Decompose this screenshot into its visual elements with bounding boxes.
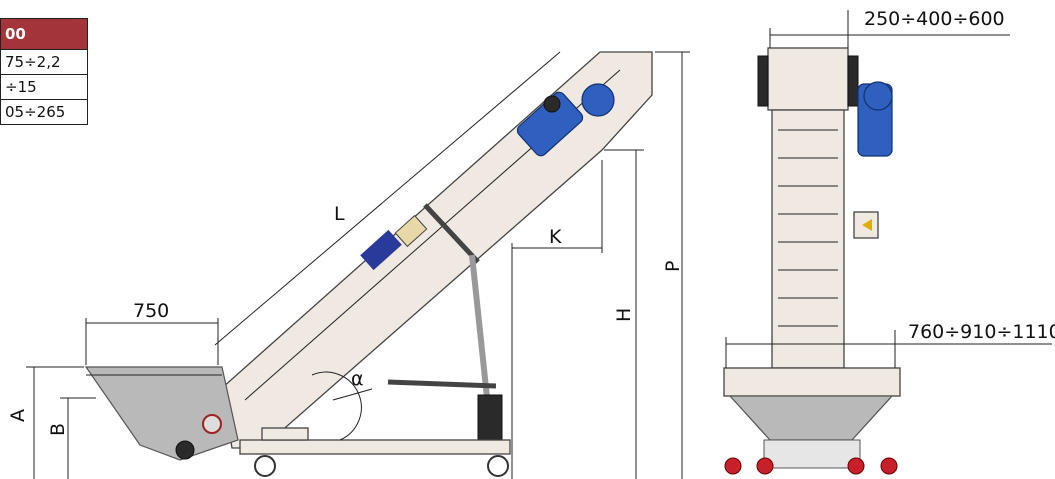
dim-label-p: P xyxy=(662,261,684,272)
jack-lever xyxy=(387,379,497,389)
support-arm xyxy=(423,203,480,264)
spec-table-row: ÷15 xyxy=(0,74,88,100)
wheel-icon xyxy=(254,455,276,477)
dim-line-l xyxy=(214,51,561,346)
dim-label-h: H xyxy=(613,308,635,322)
hopper-frame xyxy=(723,367,901,397)
motor-icon xyxy=(857,81,893,157)
head-section xyxy=(767,47,849,111)
hopper-pulley xyxy=(202,414,222,434)
spec-table-row: 05÷265 xyxy=(0,99,88,125)
spec-table-header: 00 xyxy=(0,18,88,50)
spec-table-header-row: 00 xyxy=(0,18,88,50)
dim-label-b: B xyxy=(47,423,69,436)
dim-label-l: L xyxy=(334,203,345,225)
dim-label-a: A xyxy=(7,409,29,422)
dim-label-750: 750 xyxy=(133,300,169,322)
hopper xyxy=(84,366,239,461)
spec-table-cell: ÷15 xyxy=(0,74,88,100)
wheel-icon xyxy=(487,455,509,477)
dim-label-k: K xyxy=(549,226,562,248)
spec-table-row: 75÷2,2 xyxy=(0,49,88,75)
spec-table-cell: 75÷2,2 xyxy=(0,49,88,75)
side-view: L 750 α A B K H P xyxy=(7,51,690,479)
caster-icon xyxy=(724,457,742,475)
caster-icon xyxy=(847,457,865,475)
control-box xyxy=(394,214,428,248)
dim-label-alpha: α xyxy=(351,368,364,390)
caster-icon xyxy=(880,457,898,475)
spec-table: 00 75÷2,2 ÷15 05÷265 xyxy=(0,18,88,125)
dim-label-total-width: 760÷910÷1110 xyxy=(908,321,1055,343)
conveyor-column xyxy=(771,109,845,369)
base-frame xyxy=(239,439,511,455)
motor-icon xyxy=(516,83,615,157)
discharge-chute xyxy=(763,439,861,469)
warning-icon xyxy=(862,219,872,231)
front-hopper xyxy=(728,395,894,441)
hydraulic-jack xyxy=(477,394,503,446)
spec-table-cell: 05÷265 xyxy=(0,99,88,125)
dim-label-belt-width: 250÷400÷600 xyxy=(864,8,1005,30)
label-plate xyxy=(360,229,402,271)
caster-icon xyxy=(756,457,774,475)
bearing-icon xyxy=(175,440,195,460)
base-block xyxy=(261,427,309,441)
belt-cleats xyxy=(778,129,838,327)
angle-arc xyxy=(311,371,362,441)
front-view: 250÷400÷600 760÷910÷1110 xyxy=(723,8,1055,475)
